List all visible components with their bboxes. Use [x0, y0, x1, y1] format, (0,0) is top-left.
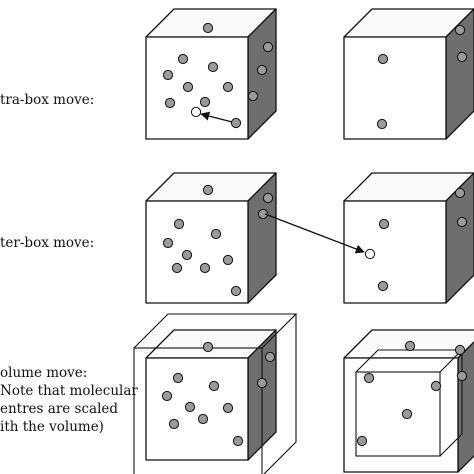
volume-move-label-2: Note that molecular — [0, 383, 138, 399]
particle — [177, 53, 189, 65]
particle — [378, 218, 390, 230]
moved-particle — [190, 106, 202, 118]
particle — [202, 22, 214, 34]
particle — [173, 218, 185, 230]
particle — [454, 24, 466, 36]
particle — [162, 69, 174, 81]
particle — [456, 370, 468, 382]
volume-move-label-4: ith the volume) — [0, 419, 104, 435]
particle — [202, 341, 214, 353]
row2-right-box — [343, 172, 474, 304]
row2-right-box-front-face — [343, 200, 447, 304]
particle — [172, 372, 184, 384]
particle — [199, 262, 211, 274]
particle — [199, 96, 211, 108]
particle — [210, 228, 222, 240]
row3-left-expanded-outline-side — [263, 314, 297, 474]
row1-right-box — [343, 8, 474, 140]
particle — [454, 344, 466, 356]
particle — [247, 90, 259, 102]
particle — [184, 401, 196, 413]
particle — [262, 41, 274, 53]
row3-left-expanded-outline — [133, 313, 298, 474]
particle — [232, 435, 244, 447]
particle — [404, 340, 416, 352]
particle — [202, 184, 214, 196]
particle — [181, 249, 193, 261]
particle — [162, 237, 174, 249]
volume-move-label-3: entres are scaled — [0, 401, 119, 417]
particle — [168, 418, 180, 430]
particle — [264, 351, 276, 363]
particle — [377, 280, 389, 292]
particle — [401, 408, 413, 420]
inter-move-arrow — [264, 213, 365, 254]
particle — [164, 97, 176, 109]
particle — [256, 64, 268, 76]
particle — [356, 435, 368, 447]
intra-box-move-label: tra-box move: — [0, 92, 95, 108]
row3-left-expanded-outline-top — [133, 313, 298, 349]
row3-left-expanded-outline-front — [133, 347, 263, 474]
particle — [256, 377, 268, 389]
volume-move-label-1: olume move: — [0, 365, 88, 381]
row2-left-box — [145, 172, 277, 304]
particle — [456, 216, 468, 228]
row3-right-box-front-face — [343, 357, 459, 473]
particle — [171, 262, 183, 274]
particle — [207, 61, 219, 73]
row3-right-box — [343, 329, 474, 473]
particle — [456, 51, 468, 63]
row3-right-shrunk-outline-top — [355, 349, 464, 373]
particle — [230, 117, 242, 129]
particle — [222, 81, 234, 93]
particle — [376, 118, 388, 130]
row3-right-shrunk-outline-front — [355, 371, 441, 457]
particle — [222, 254, 234, 266]
particle — [197, 413, 209, 425]
row2-left-box-front-face — [145, 200, 249, 304]
row1-right-box-front-face — [343, 36, 447, 140]
particle — [430, 380, 442, 392]
particle — [377, 53, 389, 65]
particle — [454, 187, 466, 199]
row3-right-shrunk-outline — [355, 349, 464, 457]
particle — [262, 192, 274, 204]
particle — [257, 208, 269, 220]
moved-particle — [364, 248, 376, 260]
particle — [230, 285, 242, 297]
intra-move-arrow — [200, 111, 237, 124]
particle — [222, 402, 234, 414]
particle — [182, 81, 194, 93]
inter-box-move-label: ter-box move: — [0, 235, 95, 251]
particle — [363, 372, 375, 384]
particle — [208, 380, 220, 392]
particle — [161, 390, 173, 402]
